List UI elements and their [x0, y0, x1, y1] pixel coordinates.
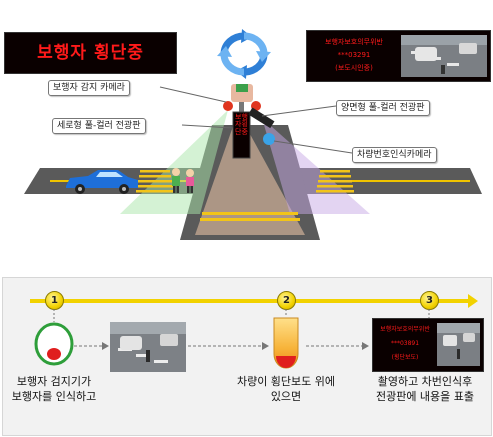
step-badge-2: 2 — [277, 291, 296, 310]
violation-display-sign: 보행자보호의무위반 ***03291 (보도시인중) — [306, 30, 491, 82]
vehicle-detector-icon — [273, 317, 299, 369]
step2-caption-line-2: 있으면 — [270, 390, 302, 403]
callout-double-sided-display: 양면형 풀-컬러 전광판 — [336, 100, 430, 116]
cycle-arrows-icon — [217, 29, 271, 79]
step3-line-3: (횡단보도) — [391, 354, 419, 361]
pedestrian-icon — [172, 168, 194, 193]
step1-caption-line-2: 보행자를 인식하고 — [11, 390, 97, 403]
crosswalk-scene — [24, 84, 482, 240]
step1-caption-line-1: 보행자 검지기가 — [16, 375, 92, 388]
captured-photo — [401, 35, 487, 77]
crosswalk-right — [316, 170, 354, 193]
step3-caption-line-1: 촬영하고 차번인식후 — [377, 375, 473, 388]
crosswalk-left — [136, 170, 174, 193]
pedestrian-camera-icon — [223, 101, 233, 111]
step-badge-1: 1 — [45, 291, 64, 310]
timeline-arrow — [30, 294, 478, 308]
step2-caption: 차량이 횡단보도 위에 있으면 — [226, 374, 346, 404]
step2-caption-line-1: 차량이 횡단보도 위에 — [236, 375, 336, 388]
camera-beam-center — [195, 112, 305, 235]
step3-board-text: 보행자보호의무위반 ***03891 (횡단보도) — [375, 323, 435, 365]
camera-beam-left — [120, 110, 228, 214]
vertical-display-board — [232, 111, 251, 159]
violation-display-text: 보행자보호의무위반 ***03291 (보도시인중) — [310, 36, 398, 75]
detector-camera-photo — [110, 322, 186, 372]
plate-camera-icon — [263, 133, 275, 145]
pedestrian-crossing-sign-text: 보행자 횡단중 — [37, 43, 144, 63]
violation-line-3: (보도시인중) — [335, 64, 373, 72]
step3-captured-photo — [437, 323, 480, 366]
step1-caption: 보행자 검지기가 보행자를 인식하고 — [2, 374, 106, 404]
step3-line-2: ***03891 — [390, 340, 420, 347]
violation-line-1: 보행자보호의무위반 — [325, 38, 383, 46]
pole-sign-text: 보행자횡단중 — [235, 113, 248, 136]
top-scene: 보행자 횡단중 보행자보호의무위반 ***03291 (보도시인중) — [4, 29, 491, 240]
pedestrian-crossing-sign: 보행자 횡단중 — [4, 32, 177, 74]
callout-vertical-display: 세로형 풀-컬러 전광판 — [52, 118, 146, 134]
violation-line-2: ***03291 — [337, 51, 371, 59]
pedestrian-detector-icon — [34, 322, 74, 366]
callout-pedestrian-camera: 보행자 감지 카메라 — [48, 80, 130, 96]
step3-line-1: 보행자보호의무위반 — [380, 326, 430, 333]
blue-car-icon — [66, 170, 138, 194]
double-sided-display-board — [248, 107, 275, 129]
crosswalk-bottom — [200, 212, 300, 221]
step3-caption: 촬영하고 차번인식후 전광판에 내용을 표출 — [360, 374, 490, 404]
step3-caption-line-2: 전광판에 내용을 표출 — [375, 390, 475, 403]
step3-violation-board: 보행자보호의무위반 ***03891 (횡단보도) — [372, 318, 484, 372]
callout-plate-camera: 차량번호인식카메라 — [352, 147, 437, 163]
